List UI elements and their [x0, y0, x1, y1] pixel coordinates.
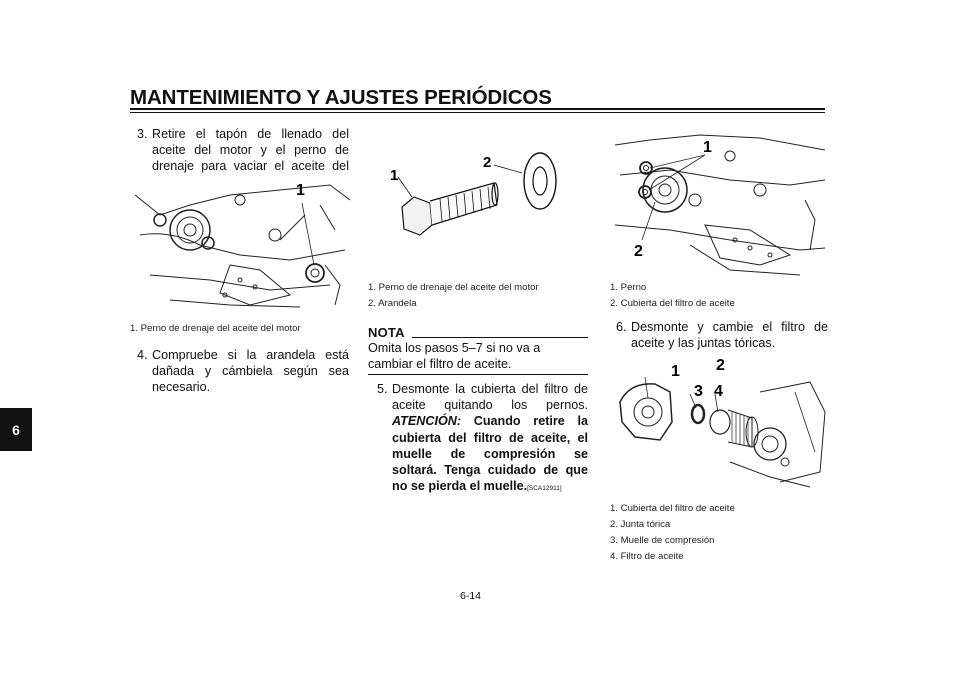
fig3-caption: 1. Perno 2. Cubierta del filtro de aceit… — [610, 280, 830, 312]
callout-2: 2 — [634, 243, 643, 260]
step-4: 4. Compruebe si la arandela está daña­da… — [137, 347, 349, 394]
caption-item: 1. Cubierta del filtro de aceite — [610, 503, 735, 514]
callout-4: 4 — [714, 383, 723, 400]
drain-bolt-engine-figure: 1 — [130, 175, 352, 315]
caption-item: 2. Junta tórica — [610, 519, 671, 530]
callout-3: 3 — [694, 383, 703, 400]
step-number: 5. — [377, 382, 388, 396]
nota-heading-rule — [412, 337, 588, 338]
step-6: 6. Desmonte y cambie el filtro de aceite… — [616, 319, 828, 353]
fig2-caption: 1. Perno de drenaje del aceite del motor… — [368, 280, 593, 312]
header-rule-thin — [130, 112, 825, 113]
warning-text: Cuando retire la cubierta del filtro de … — [392, 414, 589, 494]
warning-label: ATENCIÓN: — [392, 414, 462, 429]
step-main-text: Desmonte la cubierta del filtro de acei­… — [392, 382, 588, 413]
callout-1: 1 — [390, 167, 398, 184]
drain-bolt-washer-figure: 1 2 — [372, 135, 582, 275]
caption-item: 3. Muelle de compresión — [610, 535, 715, 546]
fig1-caption: 1. Perno de drenaje del aceite del motor — [130, 321, 355, 337]
page-number: 6-14 — [460, 590, 482, 602]
step-5: 5. Desmonte la cubierta del filtro de ac… — [377, 381, 588, 493]
step-number: 6. — [616, 320, 627, 334]
callout-1: 1 — [703, 139, 712, 156]
nota-heading: NOTA — [368, 325, 405, 340]
oil-filter-exploded-figure: 1 2 3 4 — [610, 352, 830, 497]
nota-end-rule — [368, 374, 588, 375]
filter-cover-bolts-figure: 1 2 — [610, 130, 830, 280]
header-rule — [130, 108, 825, 110]
nota-text: Omita los pasos 5–7 si no va a cambiar e… — [368, 341, 541, 371]
callout-2: 2 — [716, 357, 725, 374]
warning-code: [SCA12911] — [527, 485, 562, 493]
step-3: 3. Retire el tapón de llenado del aceite… — [137, 126, 349, 190]
step-number: 3. — [137, 127, 148, 141]
caption-item: 1. Perno — [610, 282, 647, 293]
caption-item: 2. Arandela — [368, 298, 417, 309]
caption-item: 1. Perno de drenaje del aceite del motor — [368, 282, 539, 293]
callout-2: 2 — [483, 154, 491, 171]
caption-item: 4. Filtro de aceite — [610, 551, 684, 562]
step-text: Compruebe si la arandela está daña­da y … — [152, 348, 349, 395]
callout-1: 1 — [671, 363, 680, 380]
caption-item: 2. Cubierta del filtro de aceite — [610, 298, 735, 309]
step-text: Desmonte y cambie el filtro de aceite y … — [631, 320, 828, 351]
caption-item: 1. Perno de drenaje del aceite del motor — [130, 323, 301, 334]
step-number: 4. — [137, 348, 148, 362]
page-title: MANTENIMIENTO Y AJUSTES PERIÓDICOS — [130, 86, 552, 109]
callout-1: 1 — [296, 182, 305, 199]
step-text: Desmonte la cubierta del filtro de acei­… — [392, 381, 588, 497]
fig4-caption: 1. Cubierta del filtro de aceite 2. Junt… — [610, 501, 830, 565]
chapter-tab: 6 — [0, 408, 32, 451]
